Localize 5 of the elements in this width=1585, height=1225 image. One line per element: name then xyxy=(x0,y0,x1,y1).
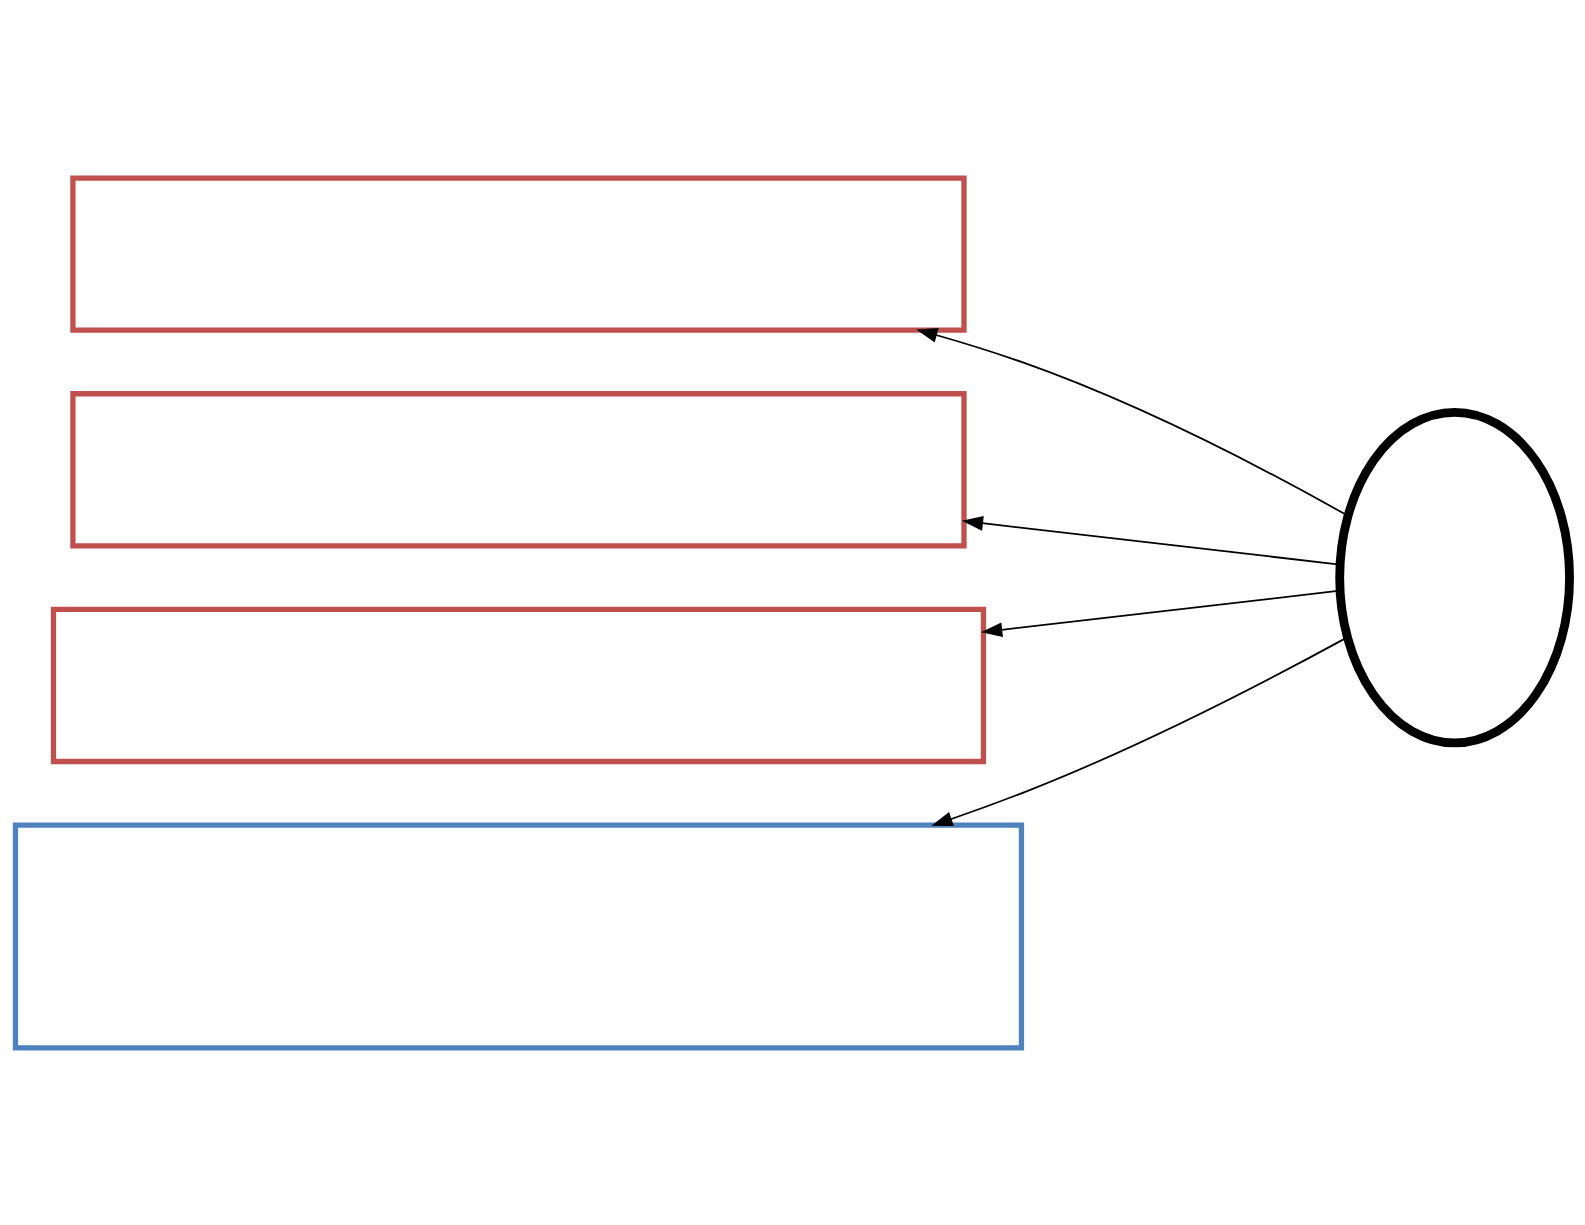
node-box xyxy=(50,606,987,764)
node-arc xyxy=(1335,407,1574,747)
node-box xyxy=(70,390,967,548)
node-box xyxy=(70,174,967,333)
node-box xyxy=(12,822,1025,1051)
